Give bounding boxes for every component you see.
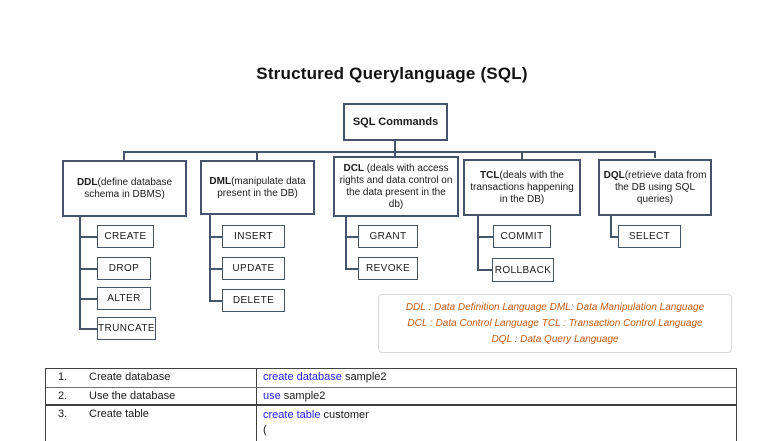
sql-argument: customer <box>320 409 369 421</box>
code-line: ( <box>263 424 267 436</box>
leaf-node-grant: GRANT <box>358 225 418 248</box>
leaf-label: GRANT <box>369 231 407 242</box>
connector-line <box>345 268 358 270</box>
legend-line: DCL : Data Control Language TCL : Transa… <box>407 317 703 329</box>
legend-box: DDL : Data Definition Language DML: Data… <box>378 294 732 353</box>
page-title: Structured Querylanguage (SQL) <box>256 64 528 83</box>
leaf-label: TRUNCATE <box>98 323 155 334</box>
connector-line <box>79 268 97 270</box>
sql-argument: sample2 <box>341 371 387 383</box>
connector-line <box>394 151 396 156</box>
leaf-node-update: UPDATE <box>222 257 285 280</box>
step-number: 1. <box>58 371 68 383</box>
connector-line <box>394 141 396 153</box>
category-desc: (retrieve data from the DB using SQL que… <box>614 169 707 205</box>
category-node-ddl: DDL(define database schema in DBMS) <box>62 160 187 217</box>
category-abbr: DML <box>209 175 232 187</box>
root-node-label: SQL Commands <box>352 116 439 128</box>
leaf-node-alter: ALTER <box>97 287 151 310</box>
leaf-label: REVOKE <box>365 263 411 274</box>
leaf-label: COMMIT <box>500 231 544 242</box>
leaf-label: INSERT <box>234 231 273 242</box>
leaf-label: DELETE <box>232 295 275 306</box>
sql-argument: sample2 <box>280 390 326 402</box>
connector-line <box>79 298 97 300</box>
leaf-label: SELECT <box>628 231 671 242</box>
code-cell: use sample2 <box>256 388 736 404</box>
category-label: TCL(deals with the transactions happenin… <box>468 170 576 206</box>
category-desc: (define database schema in DBMS) <box>84 176 173 200</box>
category-node-tcl: TCL(deals with the transactions happenin… <box>463 159 581 216</box>
connector-line <box>477 269 493 271</box>
leaf-node-delete: DELETE <box>222 289 285 312</box>
category-label: DML(manipulate data present in the DB) <box>205 176 310 200</box>
sql-keyword: use <box>263 390 281 402</box>
step-label: Use the database <box>89 390 176 402</box>
root-node-sql-commands: SQL Commands <box>343 103 448 141</box>
step-label: Create database <box>89 371 171 383</box>
table-row: 3. Create table create table customer ( <box>46 406 736 441</box>
step-number: 2. <box>58 390 68 402</box>
connector-line <box>521 151 523 159</box>
connector-line <box>477 216 479 270</box>
code-cell: create database sample2 <box>256 369 736 387</box>
connector-line <box>209 236 222 238</box>
leaf-node-truncate: TRUNCATE <box>97 317 156 340</box>
connector-line <box>209 300 222 302</box>
step-cell: 1. Create database <box>46 369 256 387</box>
leaf-label: DROP <box>108 263 140 274</box>
table-row: 2. Use the database use sample2 <box>46 388 736 406</box>
connector-line <box>79 236 97 238</box>
step-cell: 3. Create table <box>46 406 256 441</box>
leaf-node-select: SELECT <box>618 225 681 248</box>
category-abbr: TCL <box>480 169 500 181</box>
category-desc: (deals with access rights and data contr… <box>339 162 453 210</box>
sql-steps-table: 1. Create database create database sampl… <box>45 368 737 441</box>
table-row: 1. Create database create database sampl… <box>46 369 736 388</box>
category-desc: (manipulate data present in the DB) <box>217 175 306 199</box>
category-label: DCL (deals with access rights and data c… <box>338 163 454 211</box>
leaf-label: UPDATE <box>232 263 275 274</box>
connector-line <box>256 151 258 160</box>
connector-line <box>209 268 222 270</box>
leaf-node-revoke: REVOKE <box>358 257 418 280</box>
code-cell: create table customer ( <box>256 406 736 441</box>
category-label: DQL(retrieve data from the DB using SQL … <box>603 170 707 206</box>
connector-line <box>79 217 81 329</box>
sql-keyword: create table <box>263 409 321 421</box>
connector-line <box>345 236 358 238</box>
leaf-node-commit: COMMIT <box>493 225 551 248</box>
step-cell: 2. Use the database <box>46 388 256 404</box>
legend-line: DQL : Data Query Language <box>491 333 619 345</box>
category-abbr: DDL <box>76 176 98 188</box>
connector-line <box>345 217 347 268</box>
connector-line <box>123 151 125 160</box>
leaf-node-rollback: ROLLBACK <box>492 258 554 282</box>
code-line: create table customer <box>263 408 736 423</box>
connector-line <box>610 216 612 237</box>
leaf-label: ROLLBACK <box>494 264 552 276</box>
connector-line <box>610 236 618 238</box>
connector-line <box>654 151 656 158</box>
leaf-node-insert: INSERT <box>222 225 285 248</box>
leaf-label: ALTER <box>107 293 141 304</box>
leaf-label: CREATE <box>104 231 147 242</box>
connector-line <box>79 328 97 330</box>
step-label: Create table <box>89 408 149 420</box>
category-abbr: DQL <box>603 169 625 181</box>
category-node-dcl: DCL (deals with access rights and data c… <box>333 156 459 217</box>
connector-line <box>124 151 656 153</box>
category-abbr: DCL <box>343 162 365 174</box>
step-number: 3. <box>58 408 68 420</box>
sql-keyword: create database <box>263 371 342 383</box>
category-node-dml: DML(manipulate data present in the DB) <box>200 160 315 215</box>
leaf-node-drop: DROP <box>97 257 151 280</box>
connector-line <box>209 215 211 301</box>
connector-line <box>477 236 493 238</box>
category-node-dql: DQL(retrieve data from the DB using SQL … <box>598 159 712 216</box>
category-label: DDL(define database schema in DBMS) <box>67 177 182 201</box>
category-desc: (deals with the transactions happening i… <box>470 169 574 205</box>
legend-line: DDL : Data Definition Language DML: Data… <box>405 301 705 313</box>
leaf-node-create: CREATE <box>97 225 154 248</box>
